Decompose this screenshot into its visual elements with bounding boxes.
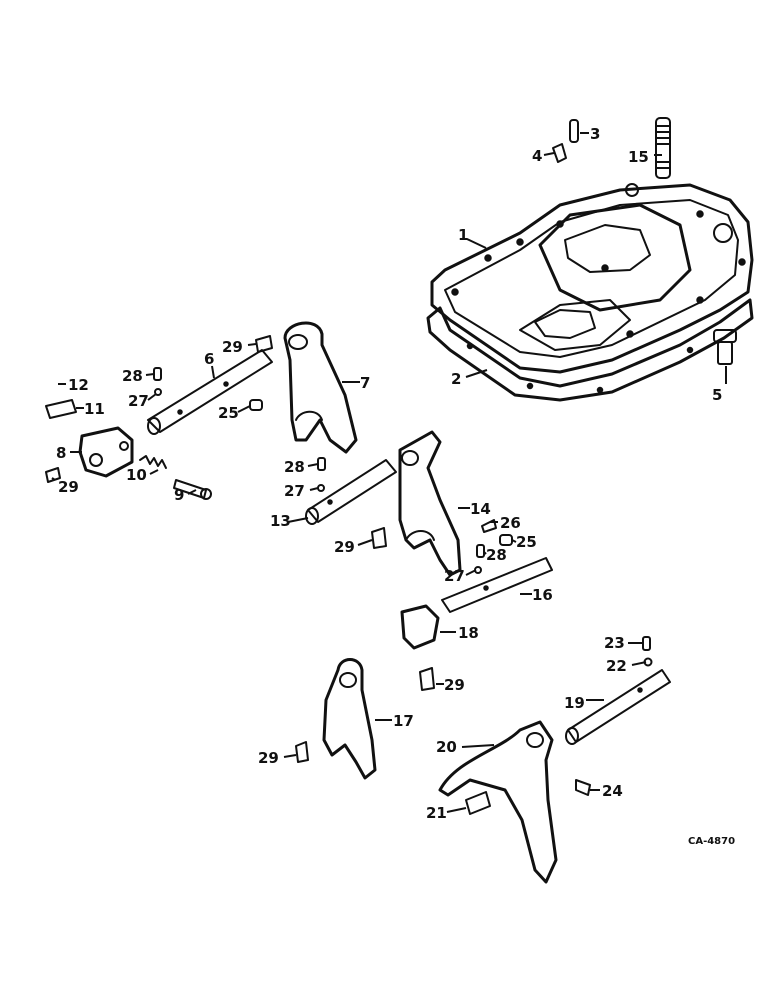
callout-29d: 29 xyxy=(444,676,465,694)
reference-code: CA-4870 xyxy=(688,836,735,847)
spring-28c xyxy=(476,544,485,558)
callout-29a: 29 xyxy=(222,338,243,356)
callout-28a: 28 xyxy=(122,367,143,385)
callout-26: 26 xyxy=(500,514,521,532)
callout-25b: 25 xyxy=(516,533,537,551)
callout-29b: 29 xyxy=(58,478,79,496)
pad-21 xyxy=(465,791,491,815)
shifter-fork-14 xyxy=(398,430,462,577)
callout-24: 24 xyxy=(602,782,623,800)
leader-lines xyxy=(51,132,727,813)
shifter-rail-13 xyxy=(305,459,397,525)
screw-29d xyxy=(419,667,435,691)
callout-9: 9 xyxy=(174,486,184,504)
plug-25b xyxy=(499,534,513,546)
callout-5: 5 xyxy=(712,386,722,404)
callout-2: 2 xyxy=(451,370,461,388)
shifter-rail-19 xyxy=(565,669,671,745)
callout-27b: 27 xyxy=(284,482,305,500)
gasket xyxy=(426,298,754,402)
plug-25a xyxy=(249,399,263,411)
ball-27b xyxy=(317,484,325,492)
spring-28b xyxy=(317,457,326,471)
shifter-fork-20 xyxy=(438,720,558,884)
callout-25a: 25 xyxy=(218,404,239,422)
callout-4: 4 xyxy=(532,147,542,165)
callout-14: 14 xyxy=(470,500,491,518)
shifter-rail-16 xyxy=(441,557,553,613)
stud-15 xyxy=(655,117,671,179)
callout-1: 1 xyxy=(458,226,468,244)
screw-29a xyxy=(255,335,273,353)
callout-20: 20 xyxy=(436,738,457,756)
screw-24 xyxy=(575,779,591,796)
callout-13: 13 xyxy=(270,512,291,530)
callout-6: 6 xyxy=(204,350,214,368)
ball-27a xyxy=(154,388,162,396)
screw-29c xyxy=(371,527,387,549)
callout-11: 11 xyxy=(84,400,105,418)
spring-23 xyxy=(642,636,651,651)
callout-19: 19 xyxy=(564,694,585,712)
callout-3: 3 xyxy=(590,125,600,143)
callouts: 1 2 3 4 5 6 7 8 9 10 11 12 13 14 15 16 1… xyxy=(56,125,722,822)
callout-27c: 27 xyxy=(444,567,465,585)
callout-28c: 28 xyxy=(486,546,507,564)
spring-28a xyxy=(153,367,162,381)
pin-9 xyxy=(173,479,212,500)
spring-10 xyxy=(139,455,167,469)
shifter-block-8 xyxy=(78,426,134,478)
callout-16: 16 xyxy=(532,586,553,604)
callout-7: 7 xyxy=(360,374,370,392)
callout-21: 21 xyxy=(426,804,447,822)
plug-5 xyxy=(713,329,737,365)
callout-29c: 29 xyxy=(334,538,355,556)
interlock-11 xyxy=(45,399,77,419)
pin-3 xyxy=(569,119,579,143)
callout-12: 12 xyxy=(68,376,89,394)
callout-15: 15 xyxy=(628,148,649,166)
callout-10: 10 xyxy=(126,466,147,484)
callout-28b: 28 xyxy=(284,458,305,476)
shifter-rail-6 xyxy=(147,349,273,435)
shifter-fork-17 xyxy=(322,658,377,780)
gearshift-cover xyxy=(430,183,754,374)
callout-29e: 29 xyxy=(258,749,279,767)
spring-pin-4 xyxy=(552,143,567,163)
screw-29e xyxy=(295,741,309,763)
screw-29b xyxy=(45,467,61,483)
callout-22: 22 xyxy=(606,657,627,675)
callout-8: 8 xyxy=(56,444,66,462)
callout-27a: 27 xyxy=(128,392,149,410)
shifter-block-18 xyxy=(400,604,440,650)
callout-17: 17 xyxy=(393,712,414,730)
shifter-fork-7 xyxy=(283,321,358,454)
callout-23: 23 xyxy=(604,634,625,652)
callout-18: 18 xyxy=(458,624,479,642)
